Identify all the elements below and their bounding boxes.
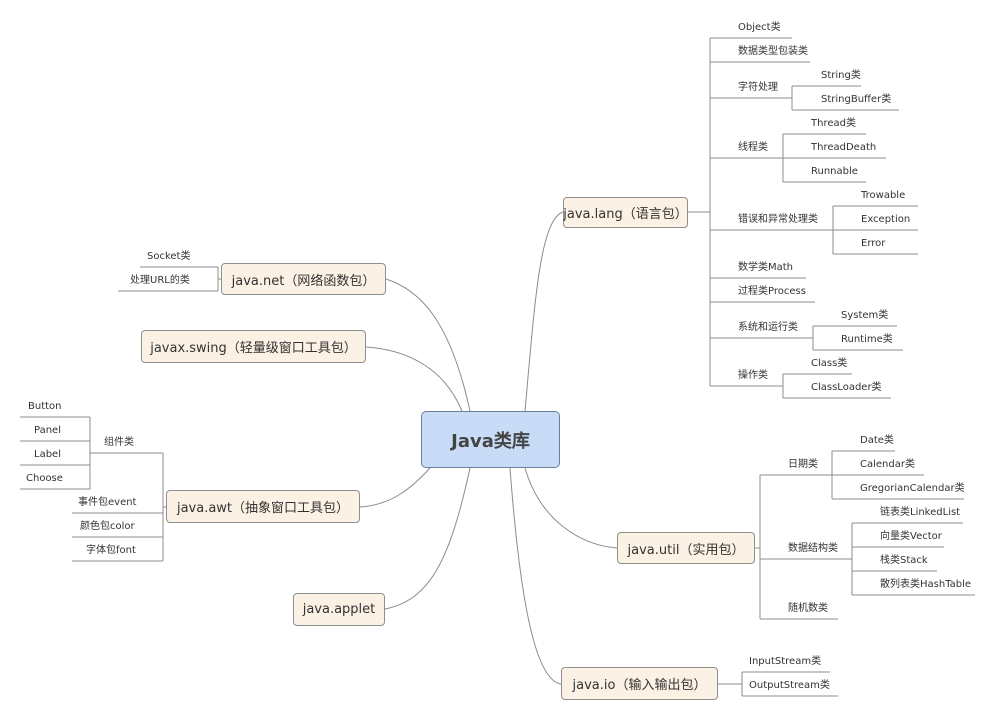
root-node[interactable]: Java类库 [421,411,560,468]
leaf-exception[interactable]: Exception [861,214,911,225]
leaf-classloader[interactable]: ClassLoader类 [811,382,882,393]
leaf-calendar[interactable]: Calendar类 [860,459,915,470]
leaf-string-proc[interactable]: 字符处理 [738,82,778,93]
node-java-net[interactable]: java.net（网络函数包） [221,263,386,295]
leaf-thread[interactable]: Thread类 [811,118,856,129]
leaf-wrapper[interactable]: 数据类型包装类 [738,46,808,57]
leaf-choose[interactable]: Choose [26,473,63,484]
leaf-runnable[interactable]: Runnable [811,166,858,177]
leaf-error-group[interactable]: 错误和异常处理类 [738,214,818,225]
leaf-object[interactable]: Object类 [738,22,781,33]
leaf-label[interactable]: Label [34,449,61,460]
leaf-inputstream[interactable]: InputStream类 [749,656,822,667]
node-java-awt[interactable]: java.awt（抽象窗口工具包） [166,490,360,523]
leaf-button[interactable]: Button [28,401,62,412]
leaf-trowable[interactable]: Trowable [861,190,906,201]
leaf-color[interactable]: 颜色包color [80,521,135,532]
leaf-vector[interactable]: 向量类Vector [880,531,942,542]
leaf-error[interactable]: Error [861,238,886,249]
leaf-string[interactable]: String类 [821,70,861,81]
leaf-hashtable[interactable]: 散列表类HashTable [880,579,972,590]
node-java-applet[interactable]: java.applet [293,593,385,626]
leaf-gregorian[interactable]: GregorianCalendar类 [860,483,965,494]
leaf-socket[interactable]: Socket类 [147,251,191,262]
leaf-thread-group[interactable]: 线程类 [738,142,768,153]
leaf-op-group[interactable]: 操作类 [738,370,768,381]
leaf-stack[interactable]: 栈类Stack [880,555,928,566]
leaf-date[interactable]: Date类 [860,435,894,446]
leaf-url[interactable]: 处理URL的类 [130,275,190,286]
leaf-component-group[interactable]: 组件类 [104,437,134,448]
leaf-panel[interactable]: Panel [34,425,61,436]
node-java-lang[interactable]: java.lang（语言包） [563,197,688,228]
leaf-random[interactable]: 随机数类 [788,603,828,614]
leaf-threaddeath[interactable]: ThreadDeath [811,142,877,153]
leaf-runtime[interactable]: Runtime类 [841,334,893,345]
node-java-io[interactable]: java.io（输入输出包） [561,667,718,700]
node-javax-swing[interactable]: javax.swing（轻量级窗口工具包） [141,330,366,363]
leaf-ds-group[interactable]: 数据结构类 [788,543,838,554]
leaf-process[interactable]: 过程类Process [738,286,806,297]
leaf-system[interactable]: System类 [841,310,889,321]
leaf-system-group[interactable]: 系统和运行类 [738,322,798,333]
leaf-math[interactable]: 数学类Math [738,262,794,273]
leaf-event[interactable]: 事件包event [78,497,137,508]
leaf-linkedlist[interactable]: 链表类LinkedList [880,507,961,518]
node-java-util[interactable]: java.util（实用包） [617,532,755,564]
leaf-class[interactable]: Class类 [811,358,848,369]
leaf-date-group[interactable]: 日期类 [788,459,818,470]
leaf-font[interactable]: 字体包font [86,545,136,556]
leaf-outputstream[interactable]: OutputStream类 [749,680,830,691]
leaf-stringbuffer[interactable]: StringBuffer类 [821,94,892,105]
